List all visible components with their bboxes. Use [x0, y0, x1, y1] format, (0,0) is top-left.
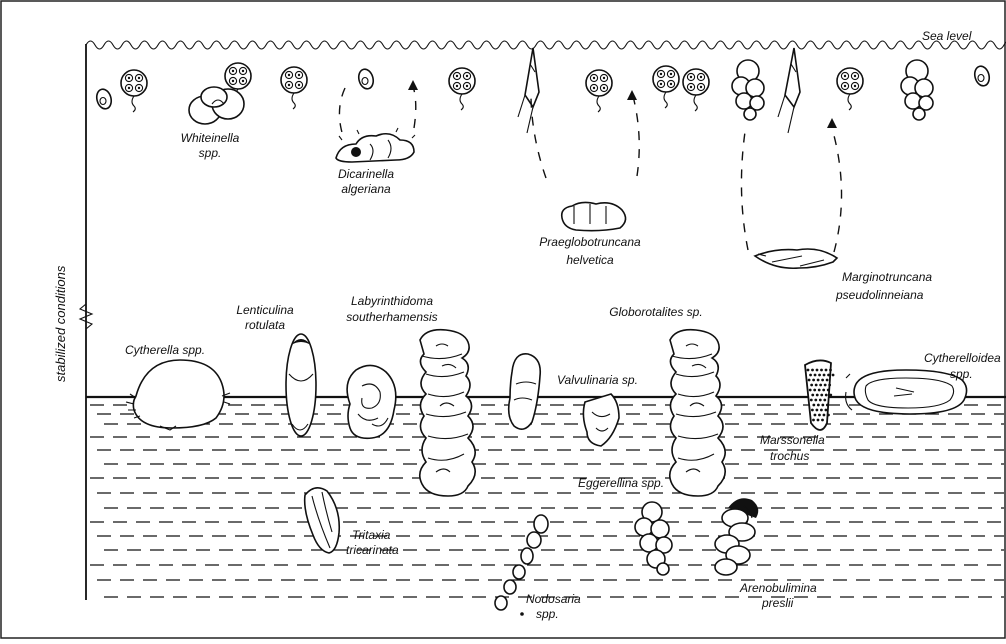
lenticulina-label-1: Lenticulina — [236, 303, 294, 317]
arrow-head-icon — [627, 90, 637, 100]
globorotalites-label: Globorotalites sp. — [609, 305, 702, 319]
labyrinthidoma-label-1: Labyrinthidoma — [351, 294, 433, 308]
heterohelix-fossil — [732, 60, 764, 120]
globotruncana-sphere-icon — [683, 69, 709, 111]
tritaxia-fossil — [305, 488, 340, 553]
sediment-lines — [90, 405, 1004, 597]
arrow-head-icon — [408, 80, 418, 90]
praeglobotruncana-label-1: Praeglobotruncana — [539, 235, 641, 249]
whiteinella-fossil — [189, 87, 244, 124]
migration-path — [633, 96, 639, 176]
tritaxia-label-2: tricarinata — [346, 543, 399, 557]
calcisphere-icon — [95, 88, 114, 111]
globotruncana-sphere-icon — [586, 70, 612, 112]
calcisphere-icon — [973, 65, 992, 88]
dicarinella-label-2: algeriana — [341, 182, 391, 196]
cytherella-fossil — [126, 360, 230, 430]
tritaxia-label-1: Tritaxia — [352, 528, 391, 542]
praeglobotruncana-fossil — [562, 202, 626, 230]
migration-path — [741, 125, 748, 250]
coiled-foraminifer-fossil — [347, 365, 396, 438]
marssonella-label-2: trochus — [770, 449, 809, 463]
arenobulimina-label-2: preslii — [761, 596, 794, 610]
cytherelloidea-fossil — [846, 370, 967, 414]
marssonella-fossil — [805, 360, 834, 430]
migration-path — [413, 86, 416, 128]
triangular-foraminifer-fossil — [583, 394, 619, 446]
dicarinella-fossil — [336, 128, 415, 162]
globotruncana-sphere-icon — [121, 70, 147, 112]
whiteinella-label-1: Whiteinella — [181, 131, 240, 145]
calcisphere-icon — [357, 68, 376, 91]
eggerellina-fossil — [635, 502, 672, 575]
migration-path — [832, 128, 842, 252]
heterohelix-fossil — [901, 60, 933, 120]
marginotruncana-label-2: pseudolinneiana — [835, 288, 924, 302]
globorotalites-fossil — [670, 330, 725, 496]
arenobulimina-label-1: Arenobulimina — [739, 581, 817, 595]
cytherelloidea-label-2: spp. — [950, 367, 973, 381]
marginotruncana-label-1: Marginotruncana — [842, 270, 932, 284]
praeglobotruncana-label-2: helvetica — [566, 253, 614, 267]
nodosaria-label-1: Nodosaria — [526, 592, 581, 606]
marssonella-label-1: Marssonella — [760, 433, 825, 447]
arenobulimina-fossil — [715, 498, 758, 575]
dicarinella-label-1: Dicarinella — [338, 167, 394, 181]
globotruncana-sphere-icon — [653, 66, 679, 108]
stabilized-conditions-label: stabilized conditions — [53, 265, 68, 382]
arrow-head-icon — [827, 118, 837, 128]
sea-level-wave — [86, 41, 1006, 49]
cytherella-label: Cytherella spp. — [125, 343, 205, 357]
globotruncana-sphere-icon — [281, 67, 307, 109]
globotruncana-sphere-icon — [837, 68, 863, 110]
spined-plankton-icon — [778, 48, 800, 133]
sea-level-label: Sea level — [922, 29, 972, 43]
labyrinthidoma-fossil — [420, 330, 475, 496]
valvulinaria-label: Valvulinaria sp. — [557, 373, 638, 387]
lenticulina-fossil — [286, 334, 316, 436]
migration-path — [531, 98, 546, 178]
valvulinaria-fossil — [509, 354, 541, 429]
cytherelloidea-label-1: Cytherelloidea — [924, 351, 1001, 365]
nodosaria-label-2: spp. — [536, 607, 559, 621]
labyrinthidoma-label-2: southerhamensis — [346, 310, 437, 324]
migration-path — [339, 88, 345, 136]
spined-plankton-icon — [518, 48, 539, 133]
whiteinella-label-2: spp. — [199, 146, 222, 160]
lenticulina-label-2: rotulata — [245, 318, 285, 332]
eggerellina-label: Eggerellina spp. — [578, 476, 664, 490]
marginotruncana-fossil — [755, 249, 837, 268]
globotruncana-sphere-icon — [449, 68, 475, 110]
